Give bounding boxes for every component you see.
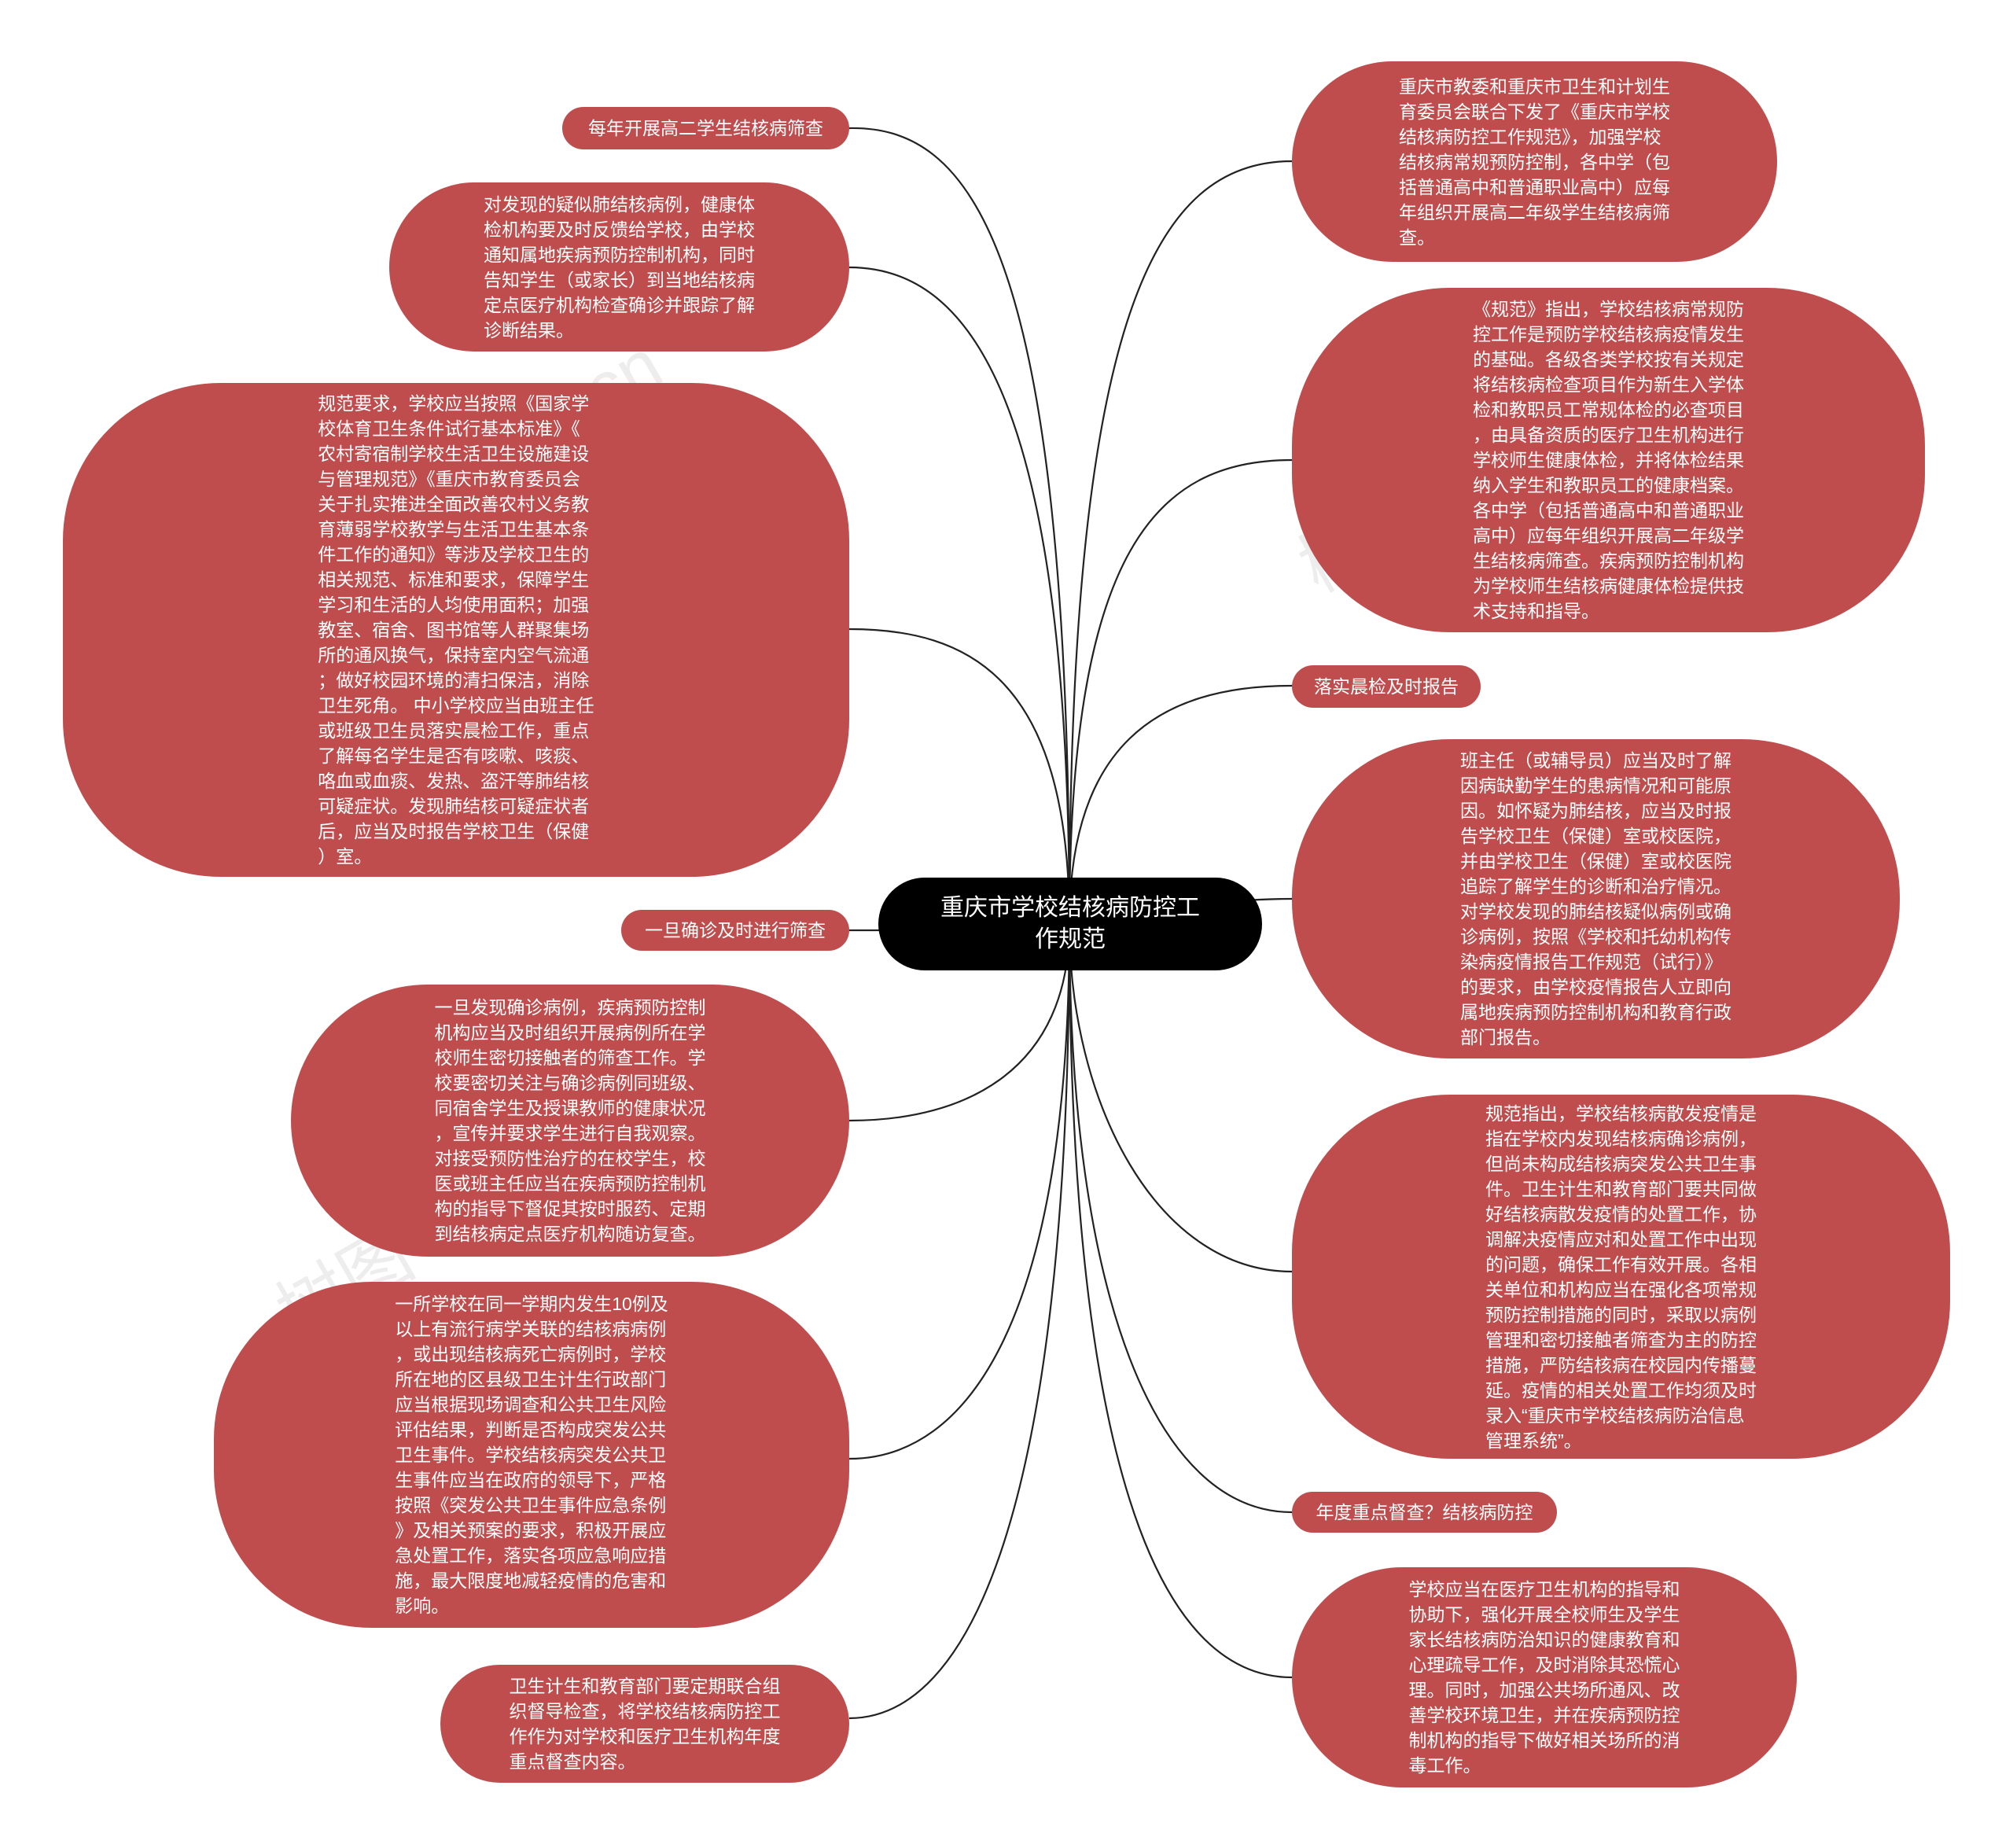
- connector-right-7: [1068, 923, 1293, 1679]
- connector-left-1: [848, 127, 1071, 925]
- connector-left-3: [848, 628, 1071, 925]
- root-topic[interactable]: 重庆市学校结核病防控工 作规范: [878, 878, 1262, 970]
- connector-right-6: [1068, 923, 1293, 1514]
- left-node-contact-screening[interactable]: 一旦发现确诊病例，疾病预防控制 机构应当及时组织开展病例所在学 校师生密切接触者…: [291, 985, 849, 1257]
- right-node-sporadic-outbreak[interactable]: 规范指出，学校结核病散发疫情是 指在学校内发现结核病确诊病例， 但尚未构成结核病…: [1292, 1095, 1950, 1459]
- node-label: 每年开展高二学生结核病筛查: [588, 118, 823, 138]
- left-node-public-health-event[interactable]: 一所学校在同一学期内发生10例及 以上有流行病学关联的结核病病例 ，或出现结核病…: [214, 1282, 849, 1628]
- node-label: 《规范》指出，学校结核病常规防 控工作是预防学校结核病疫情发生 的基础。各级各类…: [1473, 299, 1744, 621]
- node-label: 规范要求，学校应当按照《国家学 校体育卫生条件试行基本标准》《 农村寄宿制学校生…: [318, 393, 594, 867]
- root-topic-label: 重庆市学校结核病防控工 作规范: [940, 895, 1200, 952]
- node-label: 一所学校在同一学期内发生10例及 以上有流行病学关联的结核病病例 ，或出现结核病…: [395, 1294, 668, 1616]
- connector-right-5: [1068, 923, 1293, 1273]
- connector-left-2: [848, 266, 1071, 925]
- right-node-absence-tracking[interactable]: 班主任（或辅导员）应当及时了解 因病缺勤学生的患病情况和可能原 因。如怀疑为肺结…: [1292, 739, 1900, 1058]
- connector-left-6: [848, 923, 1071, 1460]
- node-label: 卫生计生和教育部门要定期联合组 织督导检查，将学校结核病防控工 作作为对学校和医…: [509, 1676, 781, 1772]
- node-label: 对发现的疑似肺结核病例，健康体 检机构要及时反馈给学校，由学校 通知属地疾病预防…: [484, 193, 755, 341]
- right-node-routine-prevention[interactable]: 《规范》指出，学校结核病常规防 控工作是预防学校结核病疫情发生 的基础。各级各类…: [1292, 288, 1925, 632]
- node-label: 一旦确诊及时进行筛查: [645, 920, 826, 941]
- left-node-hygiene-requirements[interactable]: 规范要求，学校应当按照《国家学 校体育卫生条件试行基本标准》《 农村寄宿制学校生…: [63, 383, 849, 877]
- right-node-health-education[interactable]: 学校应当在医疗卫生机构的指导和 协助下，强化开展全校师生及学生 家长结核病防治知…: [1292, 1567, 1797, 1787]
- left-node-suspected-feedback[interactable]: 对发现的疑似肺结核病例，健康体 检机构要及时反馈给学校，由学校 通知属地疾病预防…: [389, 182, 849, 352]
- right-node-annual-inspection[interactable]: 年度重点督查？结核病防控: [1292, 1492, 1557, 1533]
- connector-left-7: [848, 923, 1071, 1720]
- left-node-joint-inspection[interactable]: 卫生计生和教育部门要定期联合组 织督导检查，将学校结核病防控工 作作为对学校和医…: [440, 1665, 849, 1783]
- left-node-annual-screening[interactable]: 每年开展高二学生结核病筛查: [562, 107, 849, 149]
- connector-right-1: [1068, 160, 1293, 925]
- connector-right-3: [1068, 684, 1293, 925]
- node-label: 落实晨检及时报告: [1314, 676, 1459, 697]
- node-label: 一旦发现确诊病例，疾病预防控制 机构应当及时组织开展病例所在学 校师生密切接触者…: [434, 997, 706, 1244]
- connector-right-2: [1068, 458, 1293, 925]
- connector-left-5: [848, 923, 1071, 1122]
- node-label: 规范指出，学校结核病散发疫情是 指在学校内发现结核病确诊病例， 但尚未构成结核病…: [1485, 1103, 1757, 1451]
- node-label: 学校应当在医疗卫生机构的指导和 协助下，强化开展全校师生及学生 家长结核病防治知…: [1408, 1579, 1680, 1776]
- right-node-morning-check[interactable]: 落实晨检及时报告: [1292, 665, 1481, 708]
- left-node-confirm-screening[interactable]: 一旦确诊及时进行筛查: [621, 910, 849, 951]
- node-label: 年度重点督查？结核病防控: [1316, 1502, 1533, 1522]
- node-label: 班主任（或辅导员）应当及时了解 因病缺勤学生的患病情况和可能原 因。如怀疑为肺结…: [1460, 750, 1731, 1047]
- right-node-regulation-issued[interactable]: 重庆市教委和重庆市卫生和计划生 育委员会联合下发了《重庆市学校 结核病防控工作规…: [1292, 61, 1777, 262]
- node-label: 重庆市教委和重庆市卫生和计划生 育委员会联合下发了《重庆市学校 结核病防控工作规…: [1399, 75, 1670, 248]
